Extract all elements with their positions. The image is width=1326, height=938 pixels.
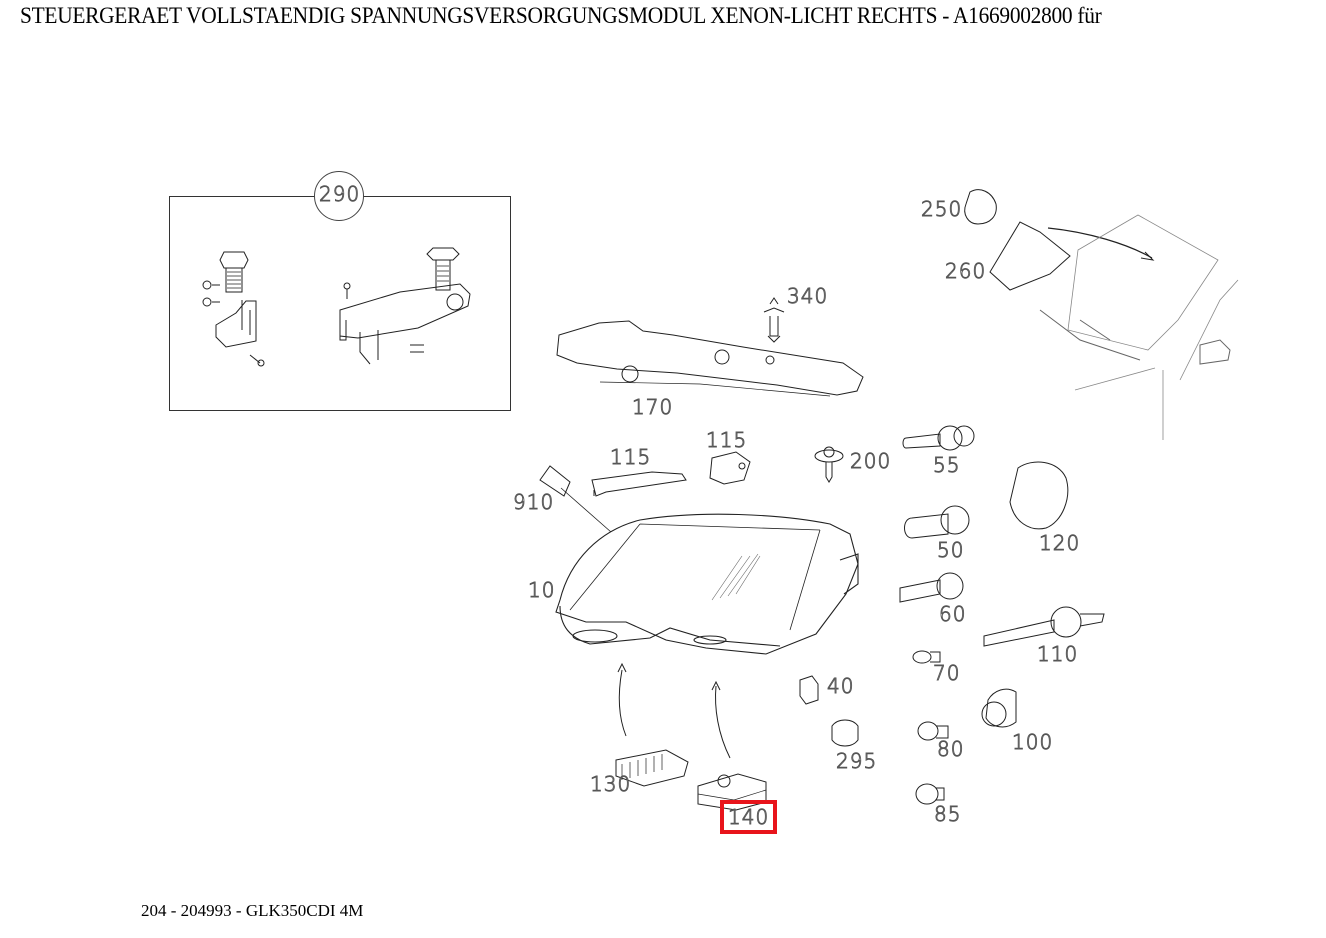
- part-label-50[interactable]: 50: [937, 538, 965, 562]
- part-label-140-selected[interactable]: 140: [719, 800, 778, 834]
- part-label-10[interactable]: 10: [528, 578, 556, 602]
- part-label-40[interactable]: 40: [827, 674, 855, 698]
- windshield-drawing: [964, 189, 1239, 440]
- inset-box-290: [169, 196, 511, 411]
- inset-parts-drawing: [202, 247, 471, 367]
- part-label-100[interactable]: 100: [1012, 730, 1054, 754]
- screw-drawing: [814, 446, 844, 483]
- part-label-200[interactable]: 200: [850, 449, 892, 473]
- bracket-drawing: [556, 320, 864, 397]
- part-label-250[interactable]: 250: [921, 197, 963, 221]
- part-label-295[interactable]: 295: [836, 749, 878, 773]
- part-label-130[interactable]: 130: [590, 772, 632, 796]
- inset-label-circle: [314, 171, 364, 221]
- clip-drawing: [763, 297, 785, 343]
- part-label-115a[interactable]: 115: [610, 445, 652, 469]
- headlamp-drawing: [555, 513, 859, 655]
- bulbs-drawing: [799, 425, 1105, 805]
- ballast-drawing: [615, 749, 689, 787]
- part-label-120[interactable]: 120: [1039, 531, 1081, 555]
- part-label-260[interactable]: 260: [945, 259, 987, 283]
- part-label-170[interactable]: 170: [632, 395, 674, 419]
- part-label-85[interactable]: 85: [934, 802, 962, 826]
- ignition-module-drawing: [697, 773, 767, 811]
- part-label-115b[interactable]: 115: [706, 428, 748, 452]
- part-label-60[interactable]: 60: [939, 602, 967, 626]
- part-label-340[interactable]: 340: [787, 284, 829, 308]
- holder-drawing: [591, 451, 751, 497]
- part-label-70[interactable]: 70: [933, 661, 961, 685]
- assembly-arrows-drawing: [617, 662, 731, 759]
- part-label-80[interactable]: 80: [937, 737, 965, 761]
- part-label-55[interactable]: 55: [933, 453, 961, 477]
- part-label-290[interactable]: 290: [319, 182, 361, 206]
- part-label-110[interactable]: 110: [1037, 642, 1079, 666]
- part-label-910[interactable]: 910: [513, 490, 555, 514]
- label-sticker-drawing: [539, 465, 612, 533]
- page-title: STEUERGERAET VOLLSTAENDIG SPANNUNGSVERSO…: [20, 3, 1102, 28]
- model-info: 204 - 204993 - GLK350CDI 4M: [141, 901, 364, 920]
